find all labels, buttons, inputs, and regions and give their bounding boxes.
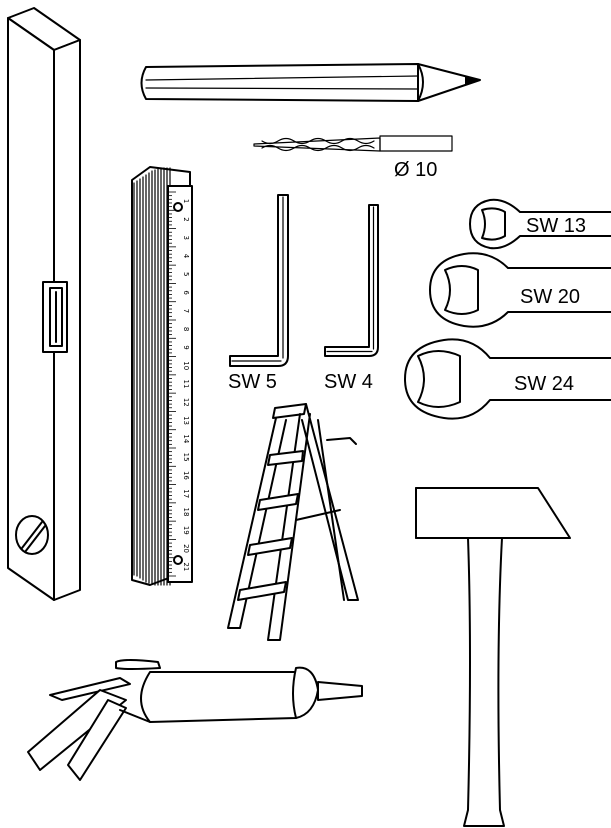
ruler-number: 16: [182, 471, 190, 480]
ladder-steps: [237, 450, 304, 601]
ruler-number: 5: [182, 272, 190, 276]
wrench-sw13: [469, 198, 611, 250]
hammer: [415, 487, 571, 827]
ruler-number: 19: [182, 526, 190, 535]
caulking-gun: [27, 659, 363, 781]
ruler-scale-face: [167, 185, 193, 583]
hex-key-large-size-label: SW 5: [228, 371, 277, 393]
spirit-level: [7, 7, 81, 601]
ruler-number: 11: [182, 380, 190, 389]
ruler-number: 4: [182, 254, 190, 259]
ruler-number: 9: [182, 345, 190, 349]
ruler-number: 14: [182, 434, 190, 443]
ruler-number: 1: [182, 199, 190, 203]
ruler-number: 18: [182, 508, 190, 517]
drill-bit-size-label: Ø 10: [394, 159, 438, 181]
hex-key-large: [229, 194, 289, 367]
ruler-number: 10: [182, 361, 190, 370]
wrench-sw24: [404, 338, 611, 420]
ruler-number: 8: [182, 327, 190, 331]
wrench-sw20: [429, 252, 611, 328]
hex-key-small-size-label: SW 4: [324, 371, 373, 393]
ruler-number: 2: [182, 217, 190, 221]
wrench-sw24-label: SW 24: [514, 373, 575, 395]
ruler-number: 6: [182, 290, 190, 295]
ruler-number: 13: [182, 416, 190, 425]
hex-key-small: [324, 204, 379, 357]
ruler-number: 7: [182, 309, 190, 313]
pencil: [140, 63, 481, 102]
drill-bit: [253, 135, 453, 152]
ruler-number: 12: [182, 398, 190, 407]
ruler-number: 15: [182, 453, 190, 462]
ruler-number: 17: [182, 489, 190, 498]
ruler-number: 20: [182, 544, 190, 553]
ruler-number: 21: [182, 562, 190, 571]
wrench-sw20-label: SW 20: [520, 286, 581, 308]
ruler-number: 3: [182, 235, 190, 239]
step-ladder: [227, 403, 359, 641]
wrench-sw13-label: SW 13: [526, 215, 587, 237]
